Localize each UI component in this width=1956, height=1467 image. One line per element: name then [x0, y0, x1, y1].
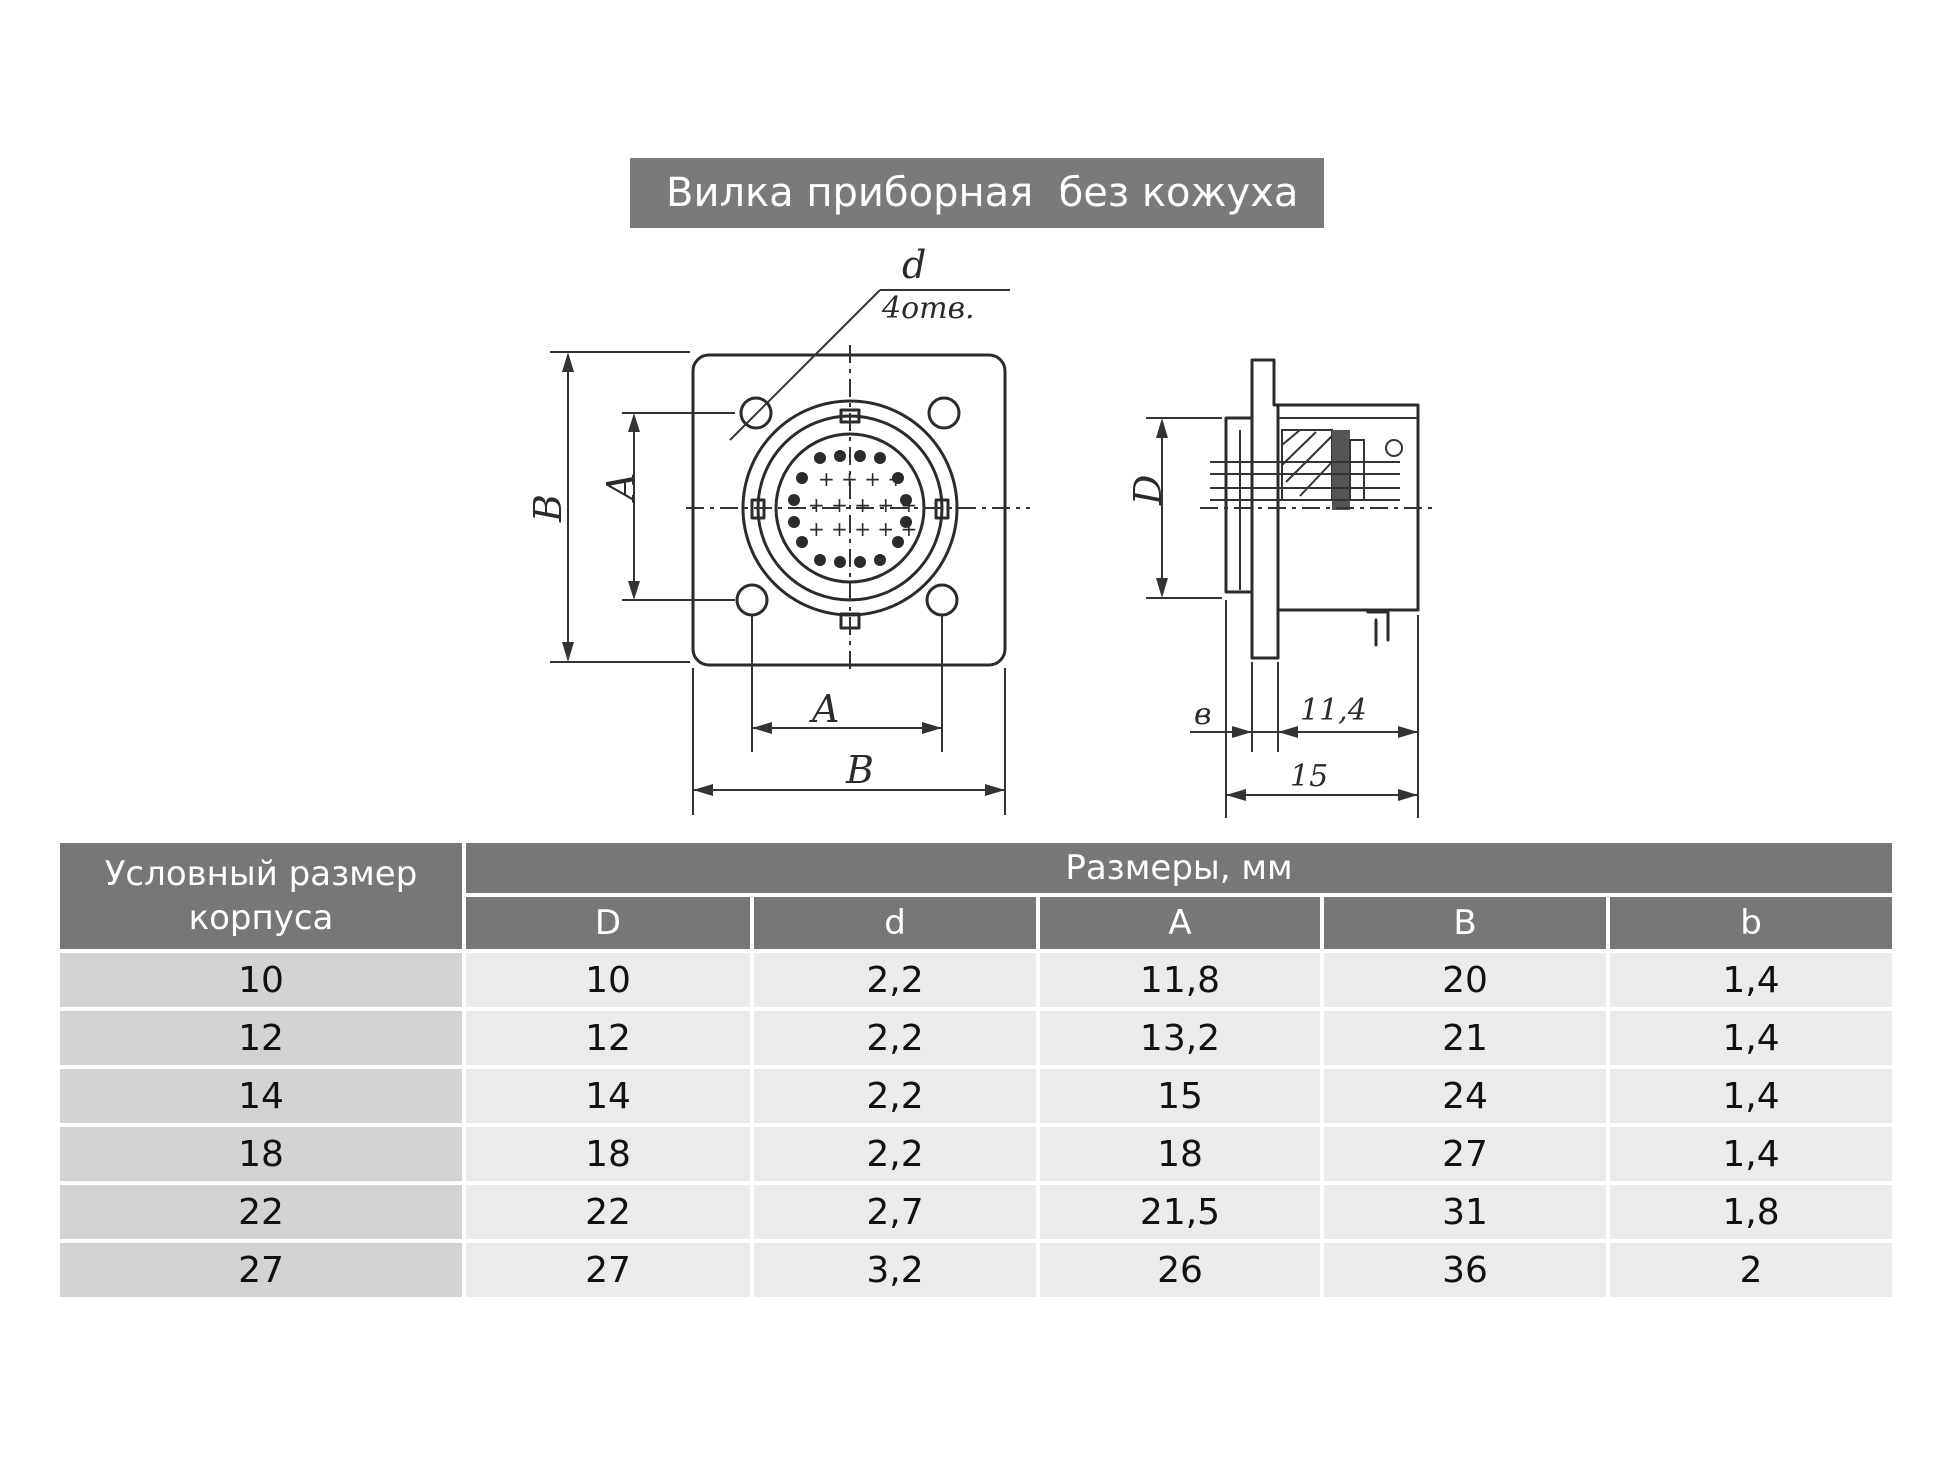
table-row: 14 14 2,2 15 24 1,4: [60, 1069, 1892, 1123]
table-cell: 2,7: [754, 1185, 1036, 1239]
table-cell: 26: [1040, 1243, 1320, 1297]
table-cell: 27: [1324, 1127, 1606, 1181]
table-cell: 1,8: [1610, 1185, 1892, 1239]
table-row: 18 18 2,2 18 27 1,4: [60, 1127, 1892, 1181]
column-header-A: A: [1040, 897, 1320, 949]
header-size: Условный размер корпуса: [60, 843, 462, 949]
table-cell: 36: [1324, 1243, 1606, 1297]
table-cell: 22: [466, 1185, 750, 1239]
table-cell: 20: [1324, 953, 1606, 1007]
table-cell: 12: [466, 1011, 750, 1065]
table-cell: 10: [466, 953, 750, 1007]
table-cell: 14: [60, 1069, 462, 1123]
column-header-b: b: [1610, 897, 1892, 949]
mounting-hole-bottom-left: [735, 583, 769, 617]
side-view: D в 11,4 15: [1126, 358, 1432, 818]
table-cell: 11,8: [1040, 953, 1320, 1007]
table-cell: 2,2: [754, 1011, 1036, 1065]
label-hole-spacing-horizontal: A: [809, 687, 839, 731]
table-cell: 27: [60, 1243, 462, 1297]
label-hole-spacing-vertical: A: [599, 473, 643, 503]
table-cell: 2,2: [754, 953, 1036, 1007]
contact-pattern: + + + + + + + + + + + + + +: [788, 450, 917, 568]
insert-section: [1281, 429, 1365, 510]
table-cell: 18: [60, 1127, 462, 1181]
table-cell: 1,4: [1610, 953, 1892, 1007]
mounting-hole-bottom-right: [925, 583, 959, 617]
dimensions-table: Условный размер корпуса Размеры, мм D d …: [56, 839, 1896, 1301]
page-title: Вилка приборная без кожуха: [630, 158, 1324, 228]
label-flange-thickness: в: [1194, 697, 1211, 732]
table-cell: 27: [466, 1243, 750, 1297]
table-cell: 2,2: [754, 1069, 1036, 1123]
column-header-B: B: [1324, 897, 1606, 949]
mounting-hole-top-right: [927, 396, 961, 430]
table-cell: 1,4: [1610, 1127, 1892, 1181]
label-outer-size-horizontal: B: [845, 748, 874, 792]
label-hole-count: 4отв.: [881, 291, 975, 326]
table-row: 22 22 2,7 21,5 31 1,8: [60, 1185, 1892, 1239]
table-cell: 14: [466, 1069, 750, 1123]
table-cell: 2,2: [754, 1127, 1036, 1181]
table-row: 10 10 2,2 11,8 20 1,4: [60, 953, 1892, 1007]
label-body-diameter: D: [1126, 475, 1170, 506]
table-cell: 1,4: [1610, 1069, 1892, 1123]
label-outer-size-vertical: B: [526, 494, 570, 523]
mounting-hole-top-left: [739, 396, 773, 430]
column-header-D: D: [466, 897, 750, 949]
svg-text:+ + + + +: + + + + +: [808, 493, 917, 517]
bottom-screw: [1366, 610, 1390, 647]
table-cell: 10: [60, 953, 462, 1007]
column-header-d: d: [754, 897, 1036, 949]
label-hole-diameter: d: [902, 243, 926, 287]
front-view: + + + + + + + + + + + + + + d 4отв. B A …: [526, 243, 1030, 815]
table-cell: 18: [466, 1127, 750, 1181]
front-receptacle: [1224, 416, 1254, 594]
label-length-short: 11,4: [1300, 693, 1367, 728]
header-group: Размеры, мм: [466, 843, 1892, 894]
table-cell: 21: [1324, 1011, 1606, 1065]
connector-drawing: + + + + + + + + + + + + + + d 4отв. B A …: [526, 243, 1432, 818]
table-cell: 18: [1040, 1127, 1320, 1181]
table-cell: 12: [60, 1011, 462, 1065]
table-cell: 31: [1324, 1185, 1606, 1239]
table-cell: 13,2: [1040, 1011, 1320, 1065]
table-cell: 15: [1040, 1069, 1320, 1123]
table-cell: 3,2: [754, 1243, 1036, 1297]
label-length-total: 15: [1290, 759, 1328, 794]
table-cell: 22: [60, 1185, 462, 1239]
table-cell: 1,4: [1610, 1011, 1892, 1065]
svg-text:+ + + +: + + + +: [818, 467, 904, 491]
contact-pins: [1210, 439, 1403, 501]
table-row: 27 27 3,2 26 36 2: [60, 1243, 1892, 1297]
table-row: 12 12 2,2 13,2 21 1,4: [60, 1011, 1892, 1065]
table-cell: 24: [1324, 1069, 1606, 1123]
table-cell: 2: [1610, 1243, 1892, 1297]
svg-text:+ + + + +: + + + + +: [808, 517, 917, 541]
table-cell: 21,5: [1040, 1185, 1320, 1239]
